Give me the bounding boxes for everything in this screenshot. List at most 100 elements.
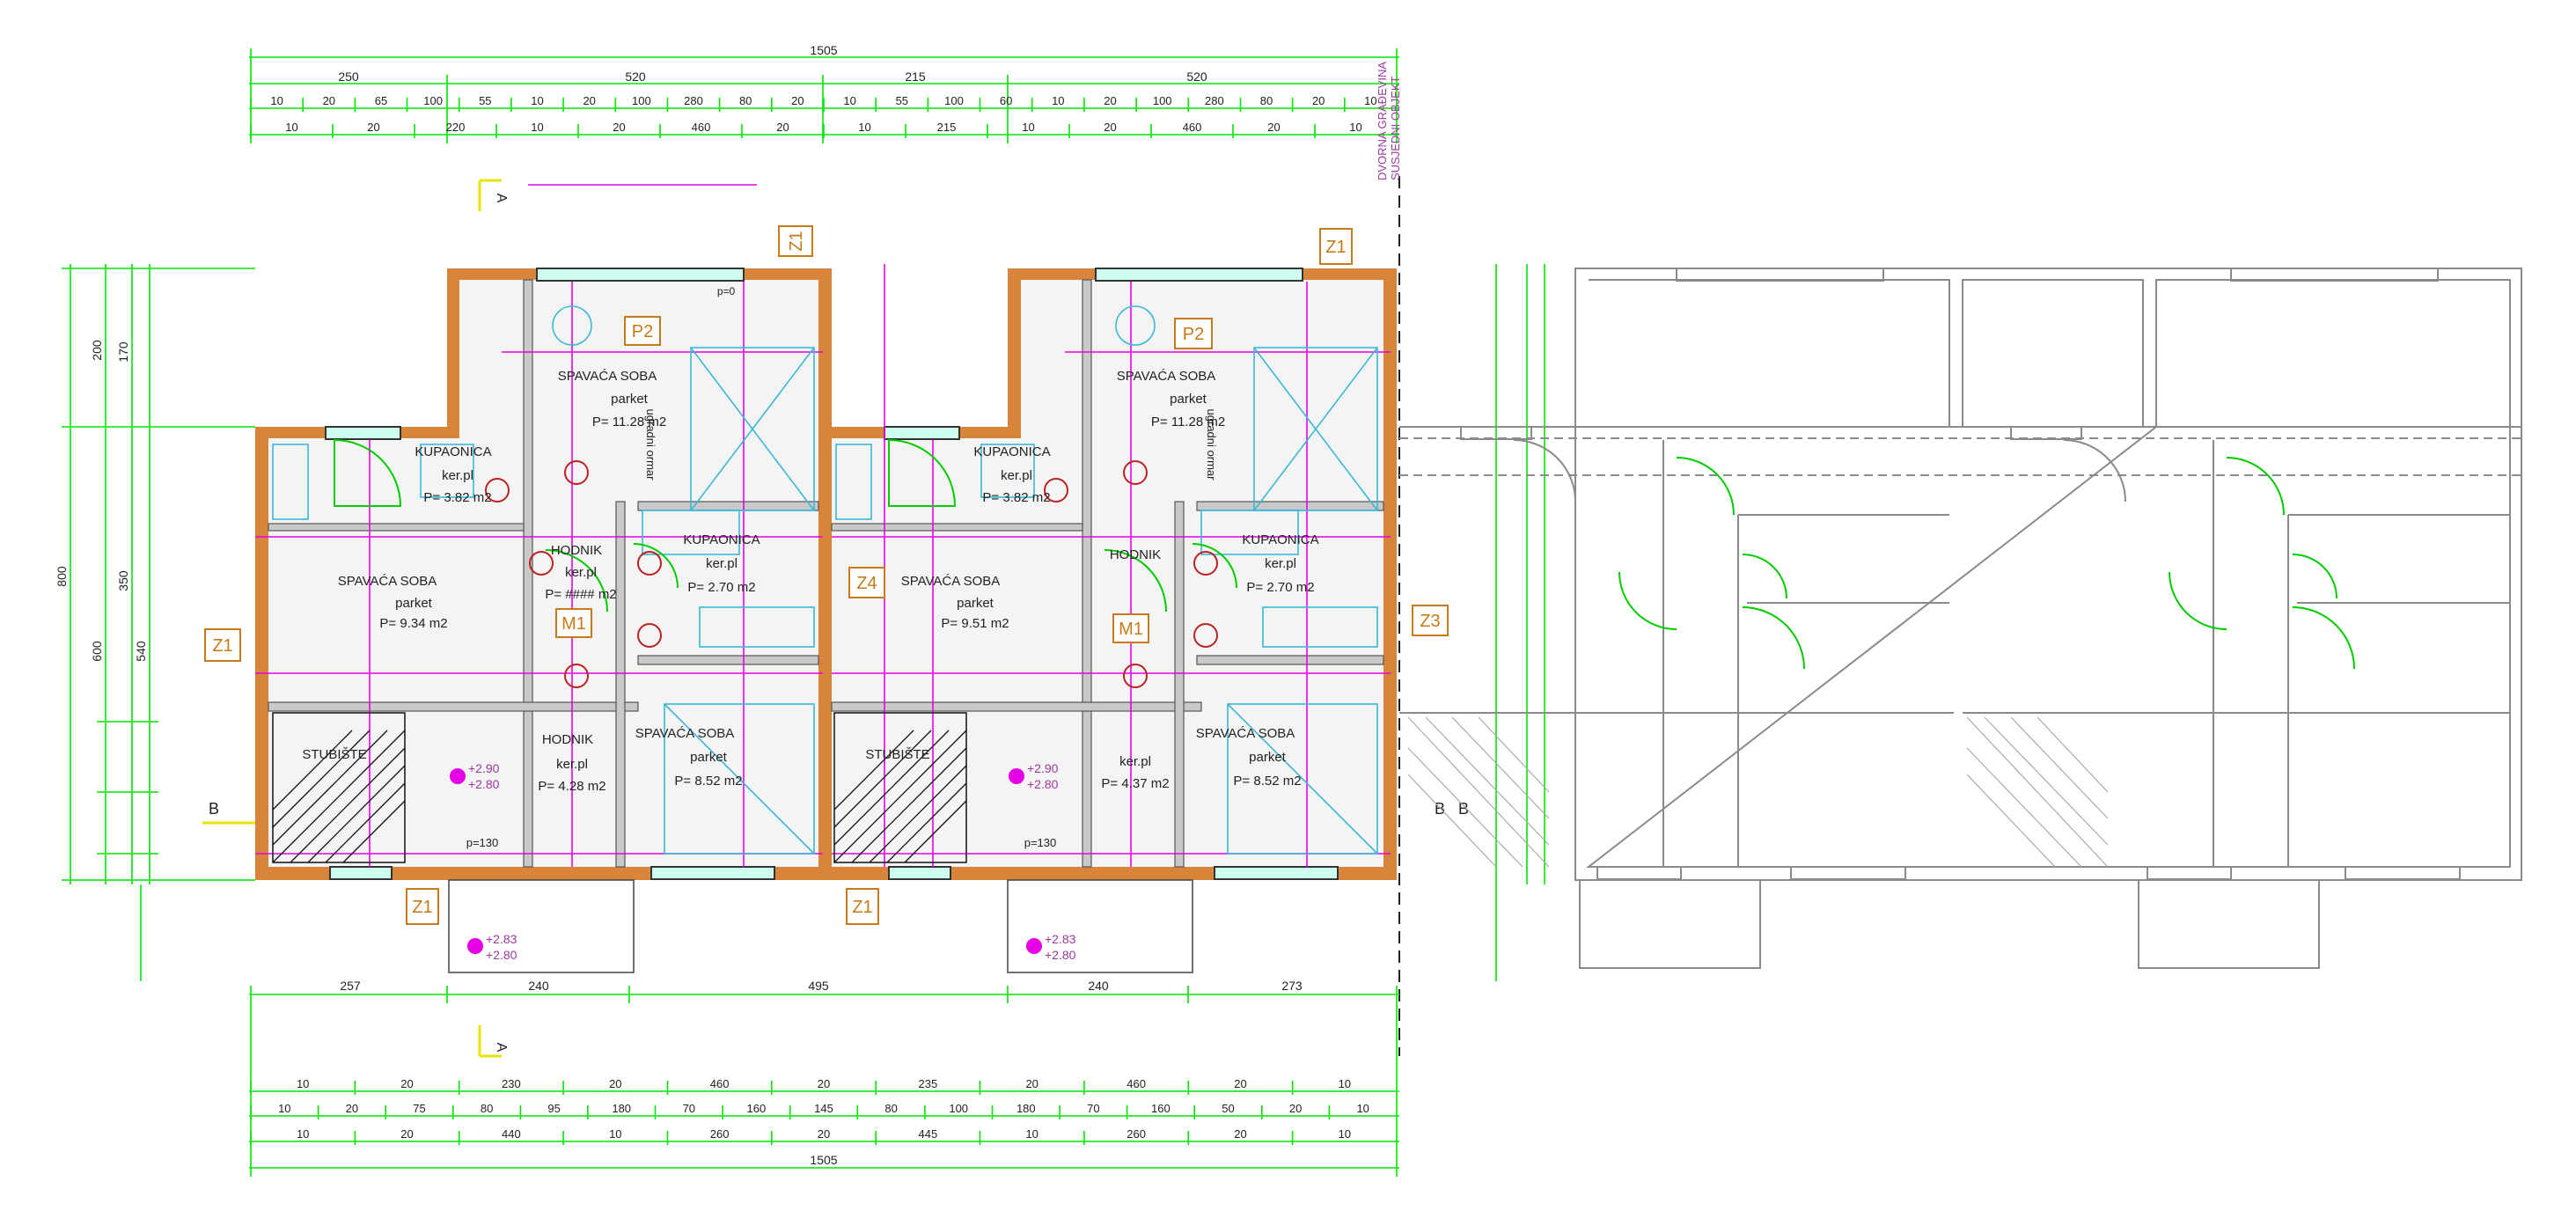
tag-z4: Z4 (848, 567, 885, 598)
dim-top-r3-11: 460 (1183, 121, 1202, 134)
room-area-right-mid: P= 9.51 m2 (941, 616, 1009, 631)
room-floor-left-hall: ker.pl (565, 565, 597, 580)
dim-top-3: 215 (905, 70, 926, 84)
section-b-right: B (1435, 800, 1445, 818)
dim-bottom-a-1: 257 (340, 979, 361, 993)
dim-top-r2-6: 20 (583, 94, 595, 107)
svg-text:Z1: Z1 (852, 898, 872, 917)
dim-bot-r3-1: 20 (400, 1127, 413, 1141)
dim-top-r2-15: 10 (1052, 94, 1064, 107)
dim-bot-r1-8: 460 (1127, 1077, 1146, 1090)
dim-top-r3-8: 215 (937, 121, 957, 134)
room-floor-right-bath: ker.pl (1265, 556, 1296, 571)
svg-text:P2: P2 (1183, 325, 1204, 344)
room-floor-right-bot: parket (1249, 750, 1287, 765)
wardrobe-left: ugradni ormar (644, 409, 657, 481)
room-area-right-top: P= 11.28 m2 (1151, 415, 1225, 429)
dim-bot-r2-16: 10 (1356, 1102, 1369, 1115)
stairs-left: STUBIŠTE (272, 712, 406, 863)
dim-bot-r2-6: 70 (683, 1102, 695, 1115)
room-area-right-bot: P= 8.52 m2 (1233, 774, 1301, 789)
room-floor-left-mid: parket (395, 596, 433, 611)
svg-text:Z4: Z4 (856, 574, 877, 593)
dim-bot-r1-10: 10 (1339, 1077, 1351, 1090)
room-name-left-bot: SPAVAĆA SOBA (635, 726, 735, 741)
dim-bot-r1-3: 20 (609, 1077, 621, 1090)
dim-bot-r1-0: 10 (297, 1077, 309, 1090)
dim-bot-r1-4: 460 (710, 1077, 730, 1090)
dim-bot-r2-3: 80 (481, 1102, 493, 1115)
dim-left-600: 600 (90, 641, 104, 662)
room-floor-left-small: ker.pl (442, 468, 473, 483)
dim-top-r3-4: 20 (613, 121, 625, 134)
tag-z3: Z3 (1412, 605, 1449, 636)
dim-top-r2-12: 55 (896, 94, 908, 107)
tag-z1-bottom-right: Z1 (846, 888, 879, 925)
dim-bot-r3-5: 20 (818, 1127, 830, 1141)
room-floor-left-bath: ker.pl (706, 556, 738, 571)
dim-top-r2-18: 280 (1205, 94, 1224, 107)
window-label-right-a: p=130 (1024, 836, 1057, 849)
dim-top-r2-19: 80 (1260, 94, 1273, 107)
left-dimension-chains: 800 200 600 170 350 540 (55, 264, 255, 981)
tag-z1-top-right: Z1 (1319, 228, 1353, 265)
section-a-bottom: A (494, 1043, 509, 1053)
window-label-left-a: p=130 (466, 836, 499, 849)
dim-top-4: 520 (1186, 70, 1207, 84)
dim-bot-r3-6: 445 (919, 1127, 938, 1141)
dim-bot-r1-5: 20 (818, 1077, 830, 1090)
room-name-left-bath: KUPAONICA (683, 532, 760, 547)
room-area-right-small: P= 3.82 m2 (982, 490, 1050, 505)
room-floor-right-top: parket (1170, 392, 1207, 407)
dim-bottom-a-5: 273 (1281, 979, 1303, 993)
dim-bot-r3-8: 260 (1127, 1127, 1146, 1141)
tag-z1-bottom-left: Z1 (406, 888, 439, 925)
room-area-left-top: P= 11.28 m2 (592, 415, 666, 429)
level-balcony-right-a: +2.83 (1045, 932, 1076, 946)
room-area-left-hall: P= #### m2 (545, 587, 616, 602)
dim-top-r2-13: 100 (944, 94, 964, 107)
tag-m1-left: M1 (555, 608, 592, 638)
dim-bot-r2-13: 160 (1151, 1102, 1171, 1115)
dim-bottom-a-2: 240 (528, 979, 549, 993)
dim-top-2: 520 (625, 70, 646, 84)
stairs-label-right: STUBIŠTE (865, 747, 929, 762)
dim-total-top: 1505 (810, 43, 837, 57)
dim-bot-r2-8: 145 (814, 1102, 833, 1115)
dim-bot-r2-1: 20 (346, 1102, 358, 1115)
section-b-left: B (209, 800, 219, 818)
room-area-left-small: P= 3.82 m2 (423, 490, 491, 505)
tag-p2-right: P2 (1174, 318, 1213, 349)
unit-left: STUBIŠTE SPAVAĆA SOBA parket P= 11.28 m2… (255, 184, 832, 973)
dim-bot-r2-5: 180 (612, 1102, 631, 1115)
dim-top-r2-16: 20 (1104, 94, 1116, 107)
room-floor-right-small: ker.pl (1001, 468, 1032, 483)
dim-bot-r1-1: 20 (400, 1077, 413, 1090)
dim-top-r3-0: 10 (285, 121, 297, 134)
dim-top-r2-2: 65 (375, 94, 387, 107)
room-name-left-hall: HODNIK (551, 543, 602, 558)
dim-bot-r3-9: 20 (1234, 1127, 1246, 1141)
dim-bot-r2-4: 95 (547, 1102, 560, 1115)
outline-plan (1399, 264, 2522, 981)
level-right-a: +2.90 (1027, 761, 1059, 775)
dim-top-r2-17: 100 (1153, 94, 1172, 107)
dim-top-r3-5: 460 (692, 121, 711, 134)
room-name-right-bath: KUPAONICA (1242, 532, 1318, 547)
dim-bot-r3-7: 10 (1025, 1127, 1038, 1141)
dim-top-r3-3: 10 (531, 121, 543, 134)
dim-bot-r3-0: 10 (297, 1127, 309, 1141)
room-name-left-small: KUPAONICA (415, 444, 491, 459)
dim-top-r2-11: 10 (843, 94, 855, 107)
svg-text:Z1: Z1 (787, 231, 806, 251)
neighbor-note-1: DVORNA GRAĐEVINA (1376, 62, 1389, 180)
stairs-right: STUBIŠTE (833, 712, 967, 863)
dim-top-r2-1: 20 (323, 94, 335, 107)
dim-bot-r2-2: 75 (413, 1102, 425, 1115)
section-b-right-2: B (1458, 800, 1469, 818)
svg-text:P2: P2 (632, 322, 653, 341)
